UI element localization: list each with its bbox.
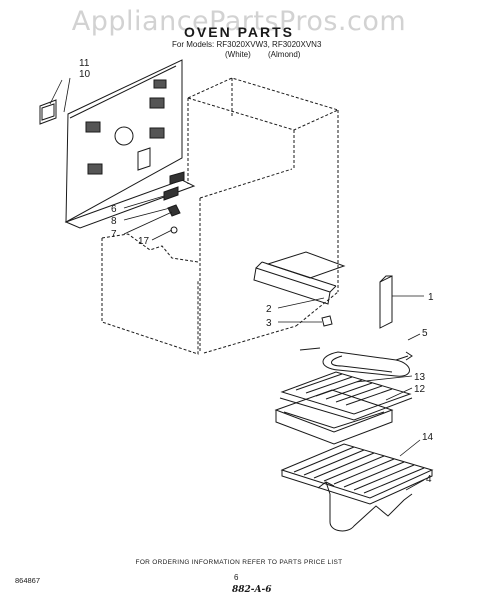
callout-6: 6 <box>111 204 117 215</box>
model-numbers: For Models: RF3020XVW3, RF3020XVN3 <box>172 40 322 49</box>
bottom-support-rail <box>253 251 346 305</box>
callout-13: 13 <box>414 372 426 383</box>
handwritten-signature: 882-A-6 <box>232 585 272 595</box>
page-number: 6 <box>234 573 239 582</box>
callout-11: 11 <box>79 58 90 69</box>
callout-3: 3 <box>266 318 272 329</box>
diagram-code: 864867 <box>15 576 41 585</box>
bracket-parts <box>163 171 185 234</box>
broiler-pan <box>274 389 394 445</box>
callout-12: 12 <box>414 384 426 395</box>
bake-element <box>299 347 413 377</box>
rear-panel <box>64 59 196 229</box>
watermark: AppliancePartsPros.com <box>71 6 407 37</box>
side-panel-bar <box>379 275 393 329</box>
callout-2: 2 <box>266 304 272 315</box>
callout-14: 14 <box>422 432 434 443</box>
oven-rack <box>280 443 434 505</box>
callout-8: 8 <box>111 216 117 227</box>
diagram-title: OVEN PARTS <box>184 24 294 40</box>
oven-door-panel <box>101 233 199 355</box>
ordering-note: FOR ORDERING INFORMATION REFER TO PARTS … <box>135 559 343 566</box>
oven-cavity-frame <box>186 77 340 354</box>
insulation-tab <box>39 99 57 125</box>
callout-7: 7 <box>111 229 117 240</box>
finish-almond: (Almond) <box>268 50 301 59</box>
callout-10: 10 <box>79 69 91 80</box>
leader-lines <box>49 77 425 491</box>
finish-white: (White) <box>225 50 251 59</box>
broil-element <box>317 481 413 532</box>
callout-5: 5 <box>422 328 428 339</box>
callout-17: 17 <box>138 236 150 247</box>
callout-4: 4 <box>426 474 432 485</box>
mounting-clip <box>321 315 333 327</box>
callout-1: 1 <box>428 292 434 303</box>
